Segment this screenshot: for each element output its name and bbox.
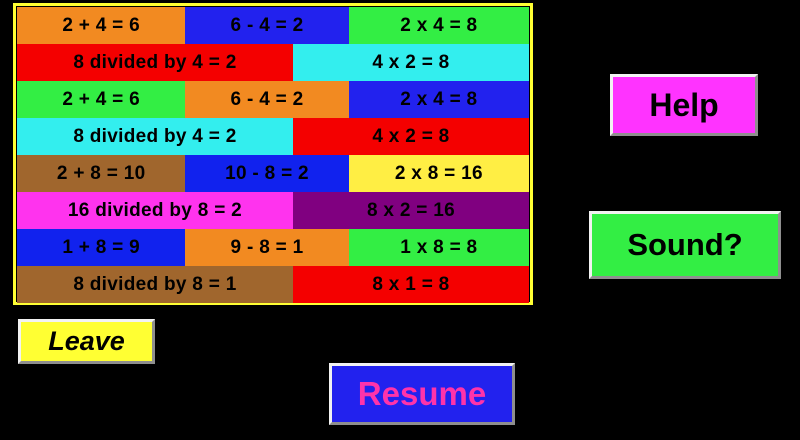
fact-cell: 2 x 4 = 8 <box>348 81 529 118</box>
fact-cell: 6 - 4 = 2 <box>185 81 349 118</box>
fact-cell: 2 x 4 = 8 <box>348 7 529 44</box>
fact-cell: 16 divided by 8 = 2 <box>17 192 293 229</box>
fact-cell: 1 x 8 = 8 <box>348 229 529 266</box>
fact-cell: 8 divided by 4 = 2 <box>17 118 293 155</box>
fact-cell: 8 divided by 4 = 2 <box>17 44 293 81</box>
fact-cell: 4 x 2 = 8 <box>292 44 529 81</box>
fact-cell: 10 - 8 = 2 <box>185 155 349 192</box>
resume-button[interactable]: Resume <box>329 363 515 425</box>
fact-cell: 4 x 2 = 8 <box>292 118 529 155</box>
sound-button[interactable]: Sound? <box>589 211 781 279</box>
help-button[interactable]: Help <box>610 74 758 136</box>
leave-button[interactable]: Leave <box>18 319 155 364</box>
fact-cell: 6 - 4 = 2 <box>185 7 349 44</box>
fact-cell: 8 divided by 8 = 1 <box>17 266 293 303</box>
fact-cell: 8 x 1 = 8 <box>292 266 529 303</box>
fact-cell: 2 + 4 = 6 <box>17 81 186 118</box>
fact-cell: 8 x 2 = 16 <box>292 192 529 229</box>
fact-cell: 2 x 8 = 16 <box>348 155 529 192</box>
fact-cell: 9 - 8 = 1 <box>185 229 349 266</box>
fact-cell: 1 + 8 = 9 <box>17 229 186 266</box>
fact-cell: 2 + 4 = 6 <box>17 7 186 44</box>
fact-cell: 2 + 8 = 10 <box>17 155 186 192</box>
